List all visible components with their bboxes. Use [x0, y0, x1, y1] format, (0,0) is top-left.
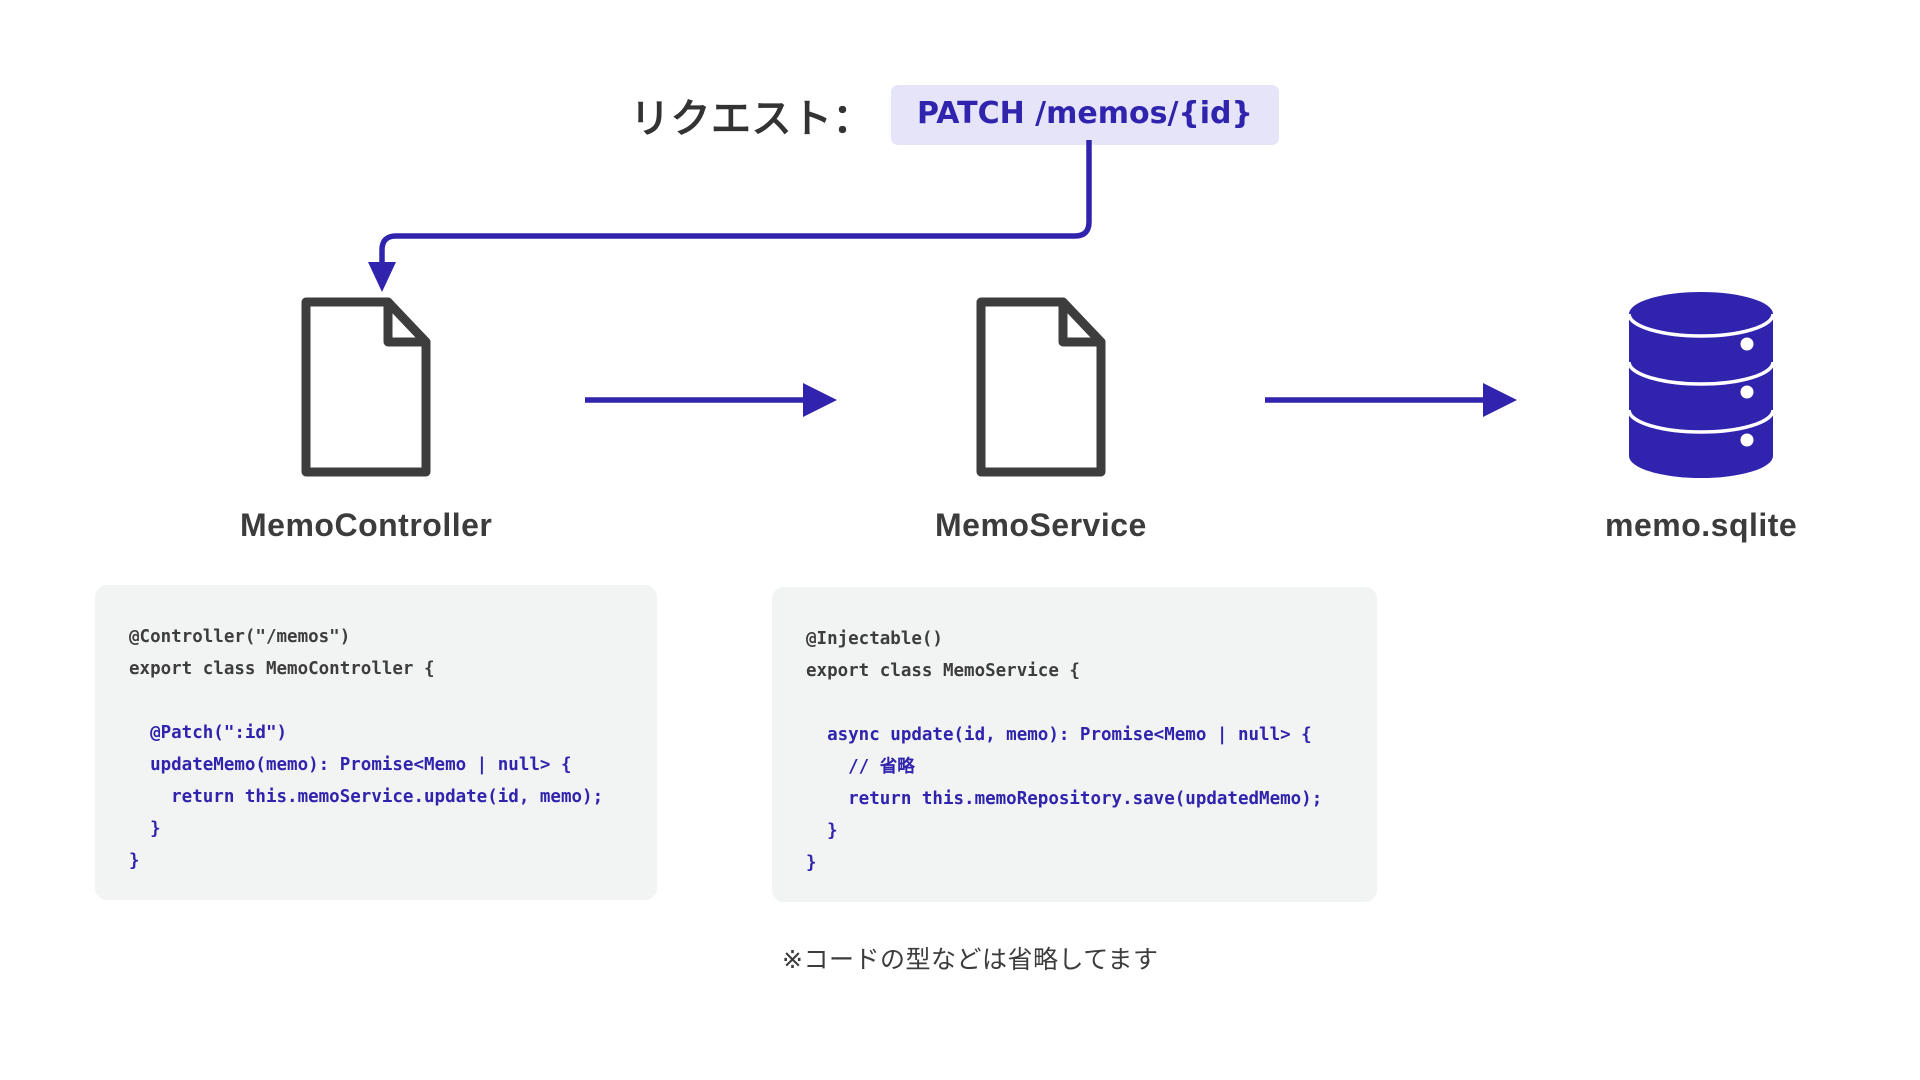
document-icon [971, 292, 1111, 487]
node-label-memo-sqlite: memo.sqlite [1605, 507, 1798, 543]
connector-controller-to-service [585, 383, 837, 417]
node-memoservice[interactable]: MemoService [935, 292, 1147, 544]
code-header-memoservice: @Injectable() export class MemoService { [806, 629, 1080, 681]
request-label: リクエスト： [630, 97, 873, 141]
code-header-memocontroller: @Controller("/memos") export class MemoC… [129, 627, 435, 679]
document-icon [296, 292, 436, 487]
code-body-memoservice: async update(id, memo): Promise<Memo | n… [806, 725, 1323, 873]
node-memo-sqlite[interactable]: memo.sqlite [1605, 292, 1797, 544]
node-memocontroller[interactable]: MemoController [240, 292, 492, 544]
request-method-badge: PATCH /memos/{id} [891, 85, 1279, 145]
code-panel-memoservice: @Injectable() export class MemoService {… [772, 587, 1377, 902]
node-label-memocontroller: MemoController [240, 507, 493, 543]
request-header: リクエスト： PATCH /memos/{id} [630, 85, 1279, 145]
node-label-memoservice: MemoService [935, 507, 1147, 543]
connector-service-to-database [1265, 383, 1517, 417]
code-body-memocontroller: @Patch(":id") updateMemo(memo): Promise<… [129, 723, 604, 871]
code-panel-memocontroller: @Controller("/memos") export class MemoC… [95, 585, 657, 900]
database-icon [1625, 292, 1777, 483]
footnote-text: ※コードの型などは省略してます [782, 946, 1159, 974]
